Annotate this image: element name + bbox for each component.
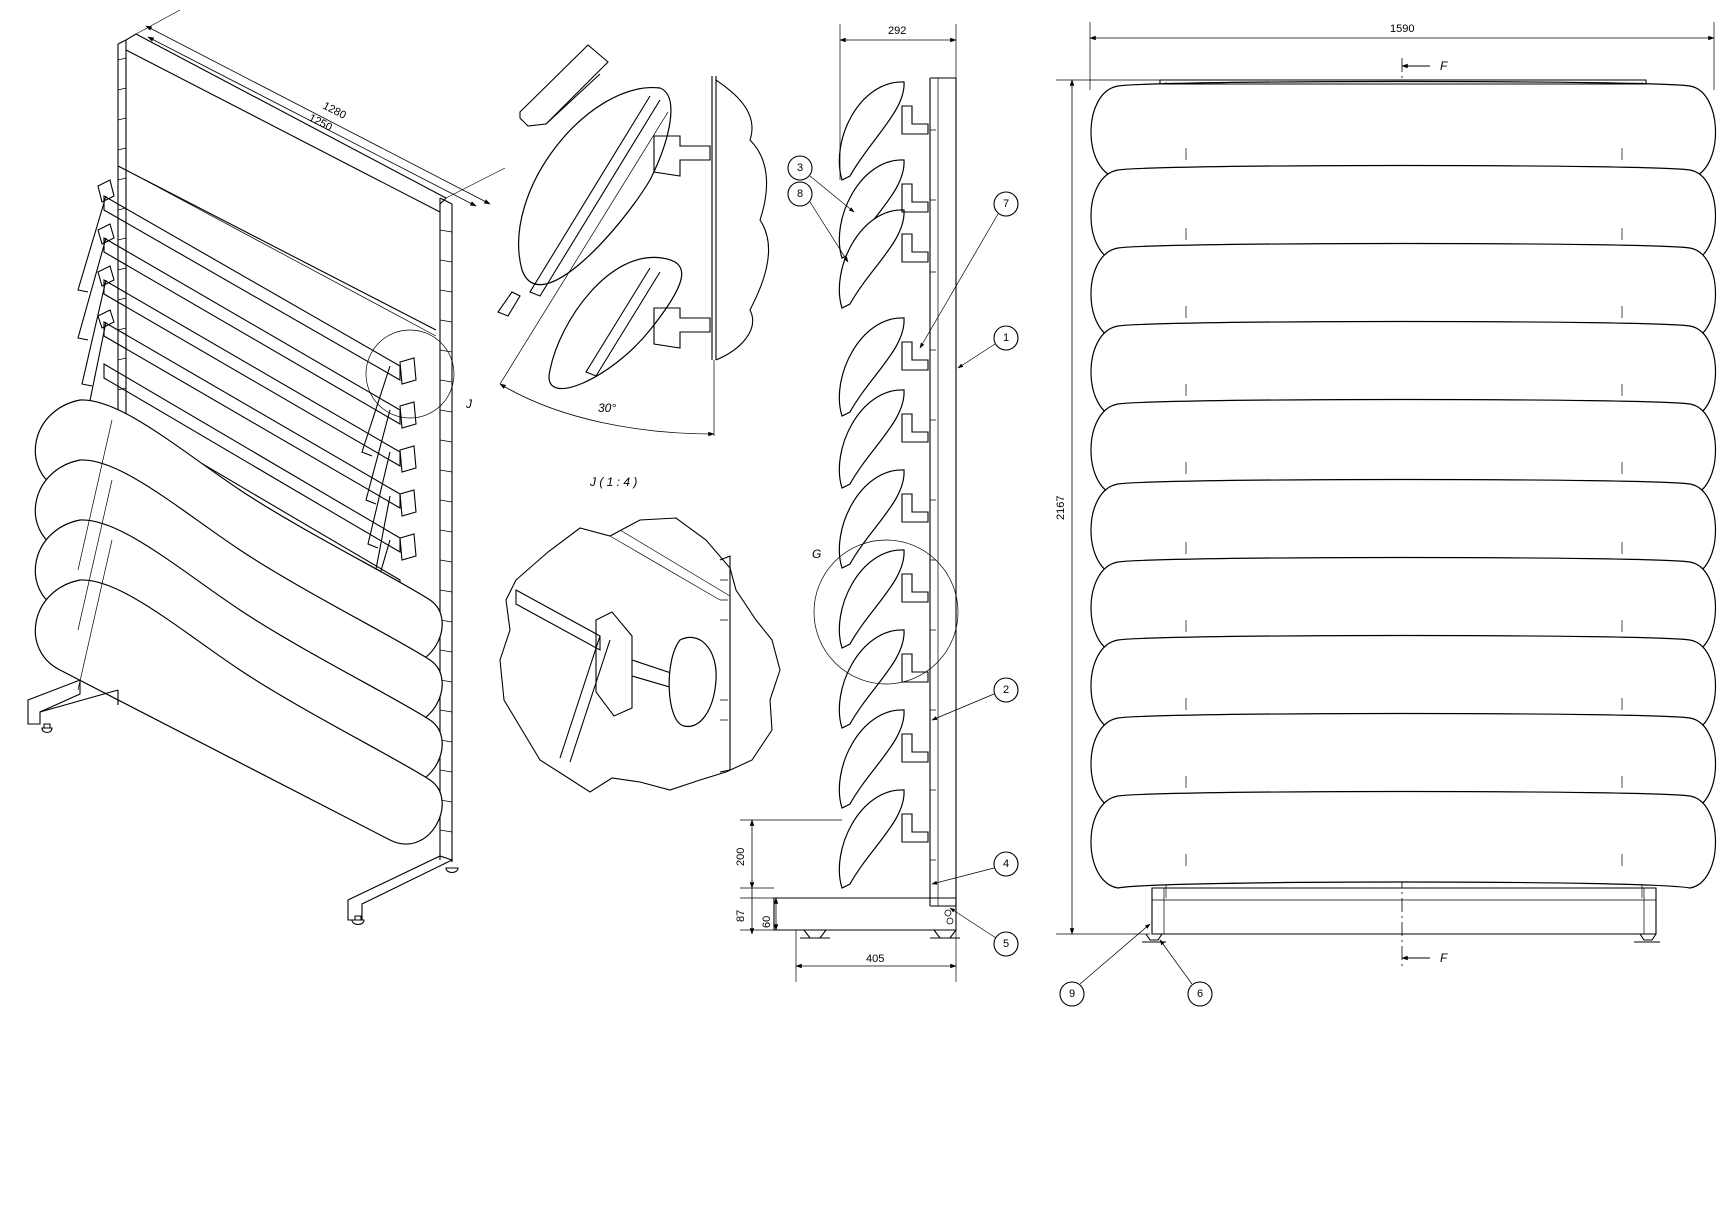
detail-j-scale: J ( 1 : 4 ) xyxy=(589,475,637,489)
svg-text:2: 2 xyxy=(1003,684,1009,696)
callout-4: 4 xyxy=(931,851,1019,885)
front-view: 1590 2167 F F xyxy=(1055,22,1716,966)
callout-9: 9 xyxy=(1059,923,1151,1007)
section-f-bottom: F xyxy=(1440,951,1448,965)
callout-2: 2 xyxy=(931,677,1019,721)
isometric-view: 1280 1250 J xyxy=(27,9,506,926)
svg-text:9: 9 xyxy=(1069,988,1075,1000)
svg-text:1: 1 xyxy=(1003,332,1009,344)
label-g: G xyxy=(812,547,821,561)
callout-1: 1 xyxy=(957,325,1019,369)
dim-87: 87 xyxy=(735,910,747,922)
callouts: 1 2 3 4 5 6 7 xyxy=(787,155,1213,1007)
section-f-top: F xyxy=(1440,59,1448,73)
detail-j-view: J ( 1 : 4 ) xyxy=(499,475,781,793)
dim-405: 405 xyxy=(866,953,884,965)
svg-text:7: 7 xyxy=(1003,198,1009,210)
svg-text:8: 8 xyxy=(797,188,803,200)
detail-angle-view: 30° xyxy=(497,44,770,437)
dim-2167: 2167 xyxy=(1055,496,1067,520)
dim-292: 292 xyxy=(888,25,906,37)
callout-3: 3 xyxy=(787,155,855,213)
callout-7: 7 xyxy=(919,191,1019,349)
svg-text:4: 4 xyxy=(1003,858,1009,870)
svg-text:5: 5 xyxy=(1003,938,1009,950)
svg-text:3: 3 xyxy=(797,162,803,174)
callout-5: 5 xyxy=(949,907,1019,957)
label-j: J xyxy=(465,397,473,411)
side-view: G 292 405 200 87 60 xyxy=(735,24,960,982)
dim-60: 60 xyxy=(761,916,773,928)
callout-8: 8 xyxy=(787,181,849,263)
front-boards xyxy=(1090,80,1716,889)
dim-200: 200 xyxy=(735,848,747,866)
svg-text:6: 6 xyxy=(1197,988,1203,1000)
angle-label: 30° xyxy=(598,401,616,415)
callout-6: 6 xyxy=(1159,939,1213,1007)
dim-1590: 1590 xyxy=(1390,23,1414,35)
detail-circle-g xyxy=(813,539,959,685)
iso-boards xyxy=(34,399,443,845)
detail-circle-j xyxy=(365,329,455,419)
side-boards xyxy=(838,81,929,889)
